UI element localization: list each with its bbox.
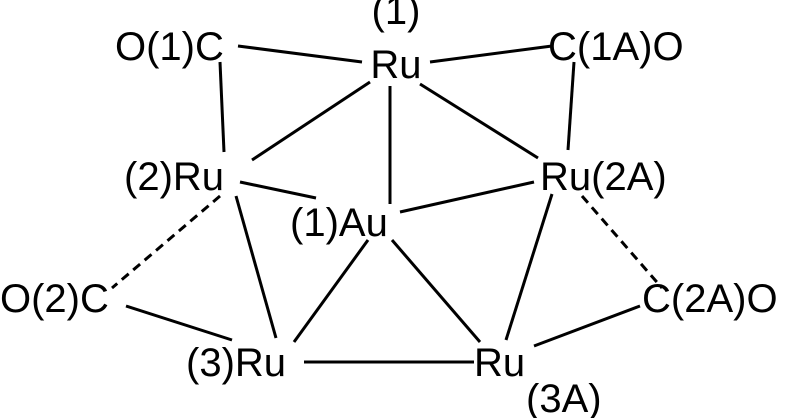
- bond-ru1-ru2a: [419, 82, 539, 160]
- atom-ru3a-index: (3A): [526, 377, 602, 418]
- bond-au1-ru3: [292, 239, 370, 343]
- bond-au1-ru3a: [390, 239, 482, 343]
- atom-ru3: (3)Ru: [186, 341, 286, 385]
- bond-au1-ru2a: [399, 180, 535, 214]
- bonds: [111, 44, 664, 364]
- bond-c1-ru1: [237, 44, 363, 64]
- atom-labels: (1) Ru O(1)C C(1A)O (2)Ru Ru(2A) (1)Au O…: [0, 0, 778, 418]
- bond-c1a-ru2a: [566, 61, 576, 151]
- atom-ru1: Ru: [370, 43, 421, 87]
- atom-ru1-index: (1): [372, 0, 421, 33]
- atom-c1a-carbonyl: C(1A)O: [548, 25, 684, 69]
- bond-ru3a-c2a: [533, 304, 641, 348]
- atom-c2a-carbonyl: C(2A)O: [642, 277, 778, 321]
- bond-ru2-au1: [239, 180, 317, 200]
- bond-ru1-c1a: [429, 44, 553, 64]
- atom-c2-carbonyl: O(2)C: [0, 277, 109, 321]
- atom-au1: (1)Au: [290, 201, 388, 245]
- atom-ru2: (2)Ru: [124, 155, 224, 199]
- bond-c2-ru3: [125, 304, 233, 342]
- atom-ru2a: Ru(2A): [540, 155, 667, 199]
- bond-ru2a-ru3a: [504, 193, 554, 341]
- atom-c1-carbonyl: O(1)C: [115, 25, 224, 69]
- bond-ru2a-c2a-dashed: [580, 195, 664, 289]
- atom-ru3a: Ru: [474, 341, 525, 385]
- bond-ru2-ru3: [234, 195, 278, 339]
- bond-ru2-c2-dashed: [111, 194, 221, 290]
- bond-c1-ru2: [218, 61, 226, 153]
- bond-ru1-ru2: [251, 80, 371, 162]
